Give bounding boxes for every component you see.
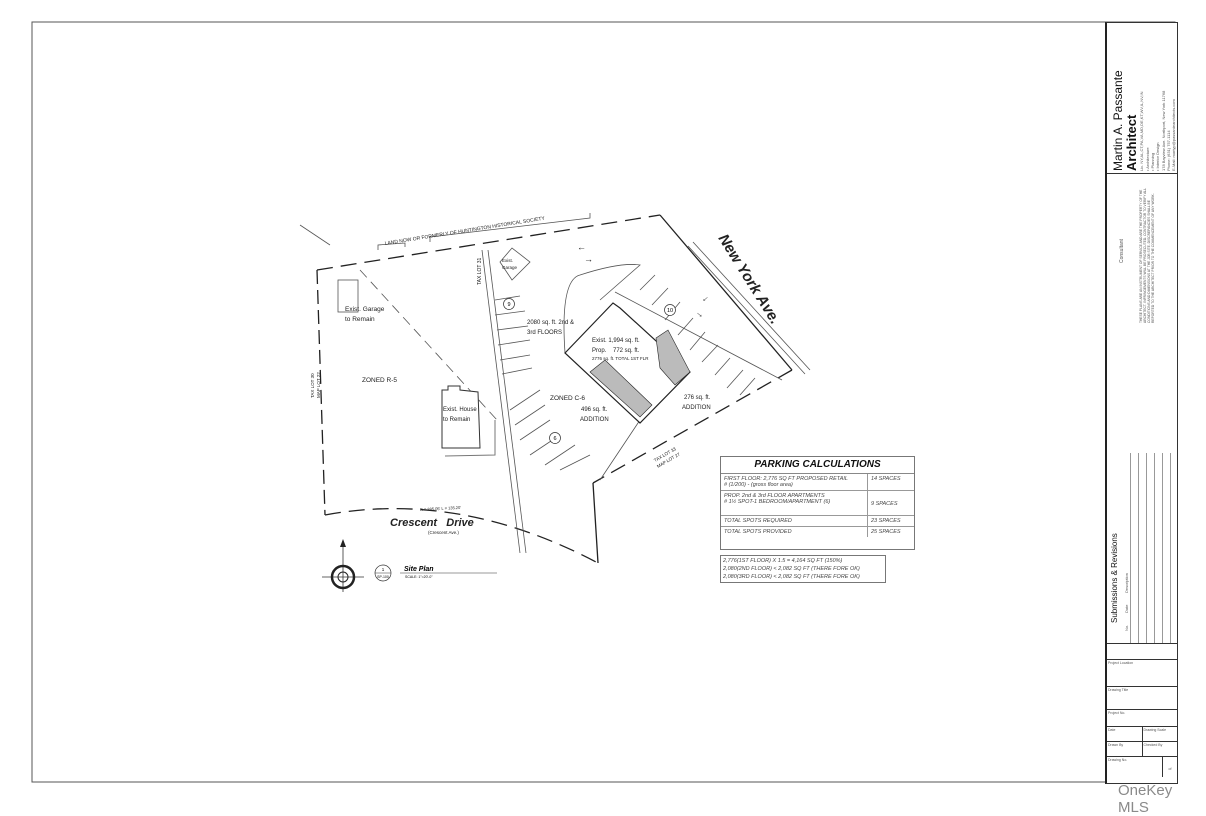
revisions-section: Submissions & Revisions No. Date Descrip… [1107, 453, 1177, 644]
parking-count-6: 6 [553, 436, 556, 442]
parking-row: FIRST FLOOR: 2,776 SQ FT PROPOSED RETAIL… [721, 474, 914, 491]
exist-garage-label-1: Exist. [502, 258, 513, 263]
project-location-field: Project Location [1107, 659, 1177, 686]
row-value: 25 SPACES [871, 529, 901, 535]
parking-row: PROP. 2nd & 3rd FLOOR APARTMENTS# 1½ SPO… [721, 491, 914, 516]
row-desc: # 1½ SPOT-1 BEDROOM/APARTMENT (6) [724, 499, 831, 505]
tax-lot-31-label: TAX LOT 31 [477, 257, 483, 285]
row-desc: TOTAL SPOTS PROVIDED [721, 527, 868, 537]
sheet-border [31, 21, 1176, 783]
title-block: Martin A. Passante Architect Lic. NY,AL,… [1105, 22, 1178, 784]
property-lines [316, 214, 793, 564]
row-value: 23 SPACES [871, 518, 901, 524]
addition-496-label-2: ADDITION [580, 417, 609, 423]
parking-row: TOTAL SPOTS REQUIRED 23 SPACES [721, 516, 914, 527]
email: E-Mail: martyp@passantearchitects.com [1171, 99, 1176, 171]
licenses: Lic. NY,AL,CT,PA,VA,MD,DE,KT,WV,IL,NV,IN [1139, 91, 1144, 171]
building-footprint [564, 302, 691, 424]
drawing-number: 1 [382, 567, 385, 572]
consultant-label: Consultant [1119, 239, 1125, 263]
parking-count-9: 9 [507, 302, 510, 308]
building-area-prop: Prop. 772 sq. ft. [592, 348, 640, 354]
project-fields: Project Location Drawing Title Project N… [1107, 659, 1177, 783]
note: 2,080(2ND FLOOR) < 2,082 SQ FT (THERE FO… [723, 566, 860, 572]
parking-count-markers: 9 10 6 [503, 298, 676, 444]
project-no-field: Project No. [1107, 709, 1177, 726]
watermark: OneKey MLS [1118, 782, 1173, 816]
parking-title: PARKING CALCULATIONS [721, 457, 914, 474]
arc-label: R = 285.05' L = 135.20' [420, 505, 462, 512]
parking-row: TOTAL SPOTS PROVIDED 25 SPACES [721, 527, 914, 537]
sheet-number: SP-100 [377, 575, 389, 579]
parking-stall-lines [494, 274, 756, 471]
building-area-total: 2776 sq. ft. TOTAL 1ST FLR [592, 356, 649, 361]
note: 2,080(3RD FLOOR) < 2,082 SQ FT (THERE FO… [723, 574, 860, 580]
crescent-drive-label: Crescent Drive [390, 517, 474, 529]
tax-lot-30-label-2: MAP LOT 22 [316, 372, 321, 398]
date-field: Date [1107, 727, 1143, 741]
col-description: Description [1124, 572, 1129, 593]
row-value: 14 SPACES [871, 476, 901, 482]
row-desc: PROP. 2nd & 3rd FLOOR APARTMENTS [724, 493, 825, 499]
architect-name: Martin A. Passante [1111, 70, 1125, 171]
row-desc: TOTAL SPOTS REQUIRED [721, 516, 868, 526]
addition-496-hatch [589, 359, 653, 418]
house-label-2: to Remain [443, 417, 470, 423]
house-label-1: Exist. House [443, 407, 477, 413]
revisions-title: Submissions & Revisions [1110, 533, 1119, 623]
of-field: of [1168, 767, 1172, 771]
col-no: No. [1124, 624, 1129, 631]
arrow-icon: → [694, 307, 707, 320]
garage-label-2: to Remain [345, 316, 375, 323]
zone-c6-label: ZONED C-6 [550, 395, 585, 402]
adjacent-land-label: LAND NOW OR FORMERLY OF HUNTINGTON HISTO… [384, 216, 546, 247]
upper-floors-label-2: 3rd FLOORS [527, 330, 562, 336]
drawing-scale: SCALE: 1"=20'-0" [405, 575, 433, 579]
floor-area-notes: 2,776(1ST FLOOR) X 1.5 = 4,164 SQ FT (15… [720, 555, 886, 583]
existing-house [441, 385, 496, 457]
checked-by-field: Checked By [1143, 743, 1163, 747]
upper-floors-label-1: 2080 sq. ft. 2nd & [527, 320, 574, 326]
row-desc: # (1/200) - (gross floor area) [724, 482, 793, 488]
parking-count-10: 10 [667, 308, 673, 314]
row-value: 9 SPACES [871, 501, 898, 507]
arrow-icon: ← [698, 291, 711, 304]
addition-496-label-1: 496 sq. ft. [581, 407, 608, 413]
site-linework [299, 213, 811, 554]
garage-label-1: Exist. Garage [345, 306, 385, 313]
zone-r5-label: ZONED R-5 [362, 377, 397, 384]
service: • Interior Design [1155, 142, 1160, 171]
north-arrow-icon [322, 539, 364, 592]
drawing-label: 1 SP-100 Site Plan SCALE: 1"=20'-0" [374, 564, 497, 582]
tax-lot-30-label-1: TAX LOT 30 [310, 373, 315, 398]
addition-276-label-2: ADDITION [682, 405, 711, 411]
row-desc: FIRST FLOOR: 2,776 SQ FT PROPOSED RETAIL [724, 476, 848, 482]
architect-section: Martin A. Passante Architect Lic. NY,AL,… [1107, 23, 1177, 174]
parking-calculations-table: PARKING CALCULATIONS FIRST FLOOR: 2,776 … [720, 456, 915, 550]
disclaimer: THESE PLANS ARE AN INSTRUMENT OF SERVICE… [1139, 188, 1155, 323]
drawing-scale-field: Drawing Scale [1143, 728, 1167, 732]
col-date: Date [1124, 604, 1129, 613]
note: 2,776(1ST FLOOR) X 1.5 = 4,164 SQ FT (15… [723, 558, 843, 564]
addition-276-label-1: 276 sq. ft. [684, 395, 711, 401]
drawing-title-field: Drawing Title [1107, 686, 1177, 709]
drawn-by-field: Drawn By [1107, 742, 1143, 756]
exist-garage-label-2: Garage [502, 265, 518, 270]
drawing-title: Site Plan [404, 566, 434, 573]
architect-title: Architect [1124, 114, 1139, 171]
crescent-ave-label: (Crescent Ave.) [428, 530, 459, 535]
traffic-arrows: ← → ← → [577, 242, 711, 320]
arrow-left-icon: ← [577, 242, 586, 252]
consultant-section: Consultant THESE PLANS ARE AN INSTRUMENT… [1107, 173, 1177, 454]
drawing-no-field: Drawing No. [1107, 757, 1163, 777]
arrow-right-icon: → [584, 254, 593, 264]
addition-276-hatch [655, 329, 691, 386]
building-area-exist: Exist. 1,994 sq. ft. [592, 338, 640, 344]
